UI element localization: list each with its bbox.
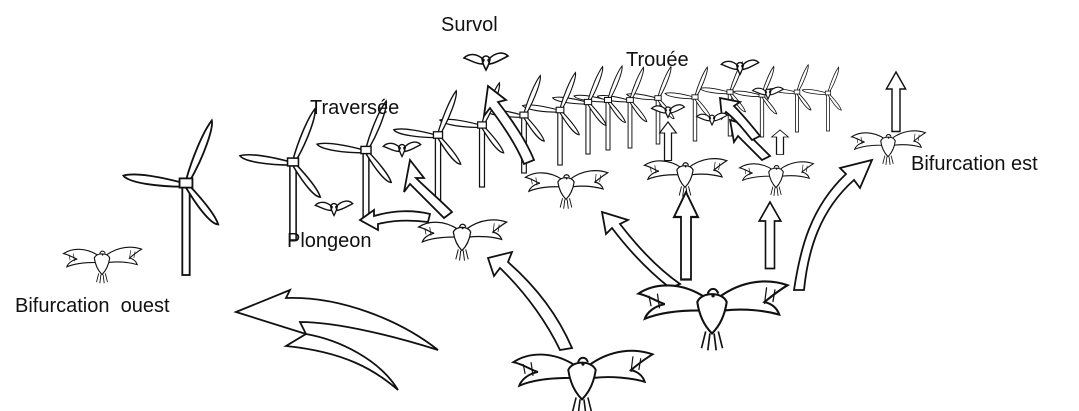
flight-arrow-icon	[660, 122, 677, 161]
wind-turbine-icon	[523, 73, 580, 165]
flight-arrow-icon	[759, 202, 781, 269]
bird-icon	[315, 201, 352, 215]
bird-icon	[639, 281, 788, 350]
bird-icon	[464, 53, 508, 70]
label-bifurcation-est: Bifurcation est	[911, 154, 1038, 174]
label-survol: Survol	[441, 15, 498, 35]
flight-arrow-icon	[674, 192, 698, 280]
bird-icon	[721, 60, 758, 74]
bird-icon	[383, 142, 420, 156]
bird-icon	[419, 220, 507, 261]
flight-arrow-icon	[794, 160, 872, 290]
bird-icon	[753, 87, 784, 99]
flight-arrow-icon	[886, 72, 905, 132]
wind-turbine-icon	[240, 109, 320, 240]
bird-icon	[513, 351, 652, 411]
label-bifurcation-ouest: Bifurcation ouest	[15, 296, 170, 316]
label-trouee: Trouée	[626, 50, 689, 70]
flight-arrow-icon	[772, 130, 789, 155]
wind-turbine-icon	[802, 67, 841, 131]
bird-icon	[64, 247, 142, 283]
flight-arrow-icon	[404, 160, 452, 218]
flight-arrow-icon	[488, 252, 572, 350]
wind-turbine-icon	[597, 67, 646, 148]
flight-arrow-icon	[602, 212, 680, 288]
label-traversee: Traversée	[310, 98, 399, 118]
bird-icon	[740, 162, 814, 196]
bird-icon	[525, 171, 607, 209]
flight-arrow-icon	[286, 334, 398, 390]
wind-farm	[123, 62, 841, 275]
wind-turbine-icon	[770, 65, 811, 132]
flight-arrow-icon	[236, 290, 438, 350]
bird-icon	[697, 113, 728, 125]
label-plongeon: Plongeon	[287, 231, 372, 251]
